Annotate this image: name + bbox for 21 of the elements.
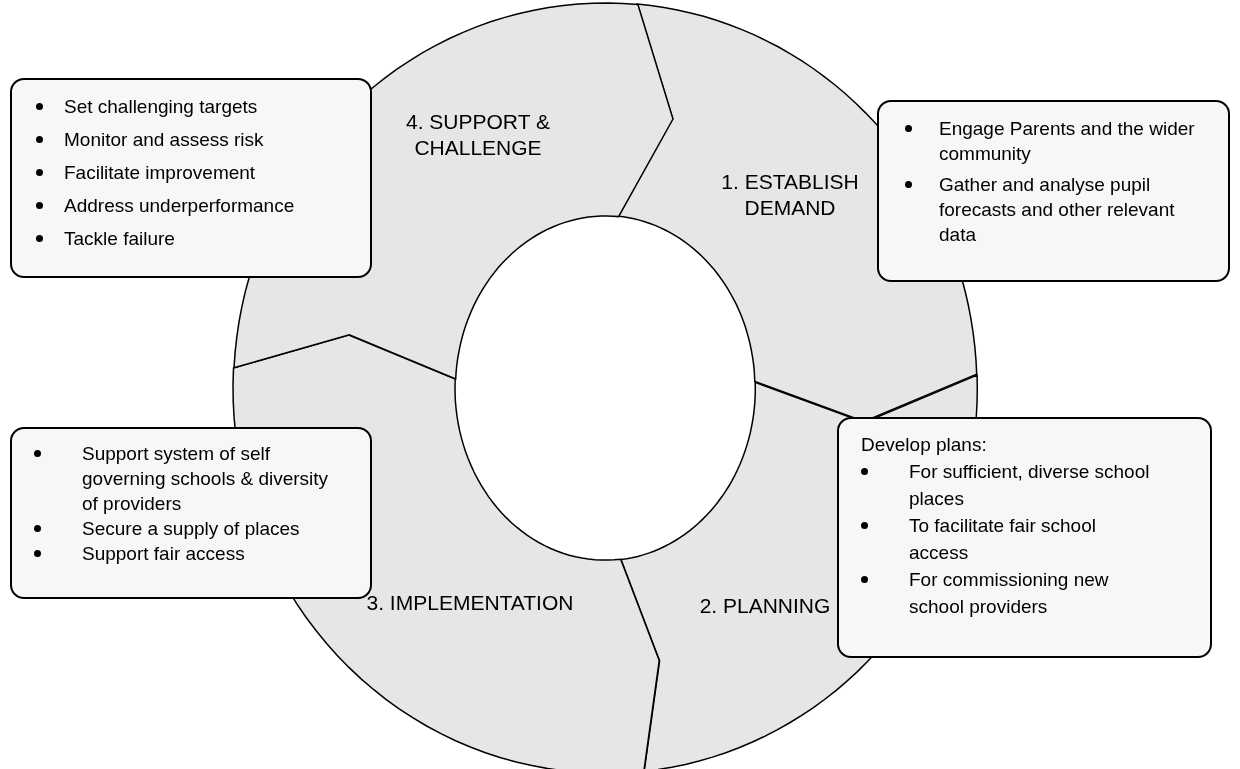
bullet-text: Engage Parents and the wider community (939, 118, 1195, 164)
stage-label: 1. ESTABLISH DEMAND (720, 169, 860, 221)
bullet-text: Monitor and assess risk (64, 129, 264, 150)
bullet-text: Gather and analyse pupil forecasts and other relevant data (939, 174, 1175, 245)
callout-box (10, 78, 372, 278)
bullet-text: For sufficient, diverse school places (909, 461, 1150, 509)
box-heading: Develop plans: (861, 434, 987, 455)
bullet-text: Tackle failure (64, 228, 175, 249)
bullet-text: Support system of self governing schools & diversity of providers (82, 443, 329, 514)
bullet-text: Address underperformance (64, 195, 295, 216)
bullet-text: Support fair access (82, 543, 245, 564)
bullet-text: For commissioning new school providers (909, 569, 1109, 617)
bullet-text: To facilitate fair school access (909, 515, 1096, 563)
callout-box (837, 417, 1212, 658)
stage-label: 3. IMPLEMENTATION (365, 590, 575, 616)
bullet-text: Secure a supply of places (82, 518, 300, 539)
stage-label: 2. PLANNING (698, 593, 832, 619)
stage-label: 4. SUPPORT & CHALLENGE (405, 109, 551, 161)
bullet-text: Facilitate improvement (64, 162, 256, 183)
bullet-text: Set challenging targets (64, 96, 258, 117)
callout-box (877, 100, 1230, 282)
